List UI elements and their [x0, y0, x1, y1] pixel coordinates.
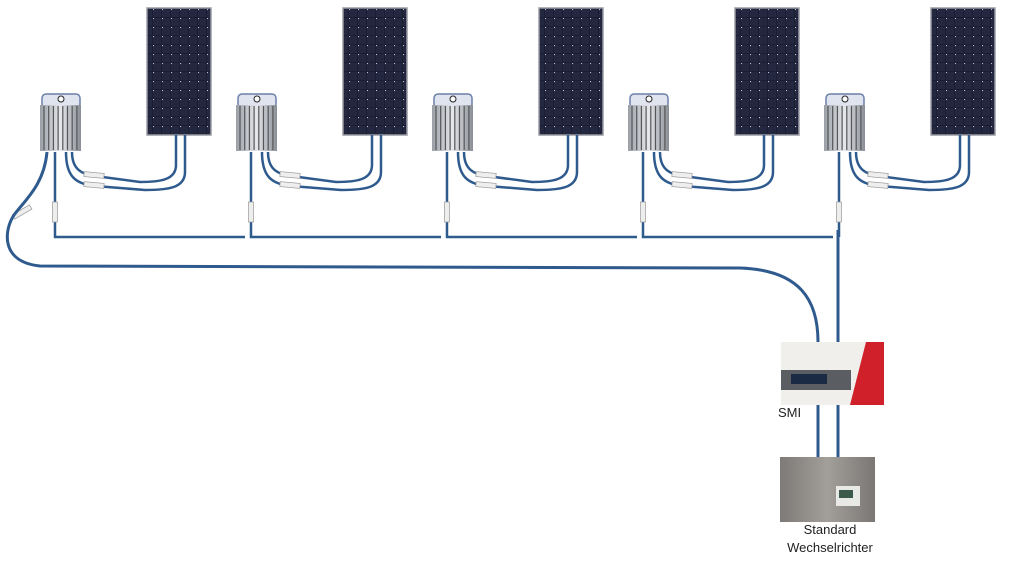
mc4-connector — [83, 181, 105, 189]
panel-cable — [70, 135, 178, 184]
smi-label: SMI — [778, 405, 802, 420]
mc4-connector — [867, 171, 889, 179]
mc4-connector — [836, 201, 842, 223]
mc4-connector — [475, 171, 497, 179]
optimizer-hole — [57, 95, 65, 103]
module-unit-3 — [432, 7, 637, 239]
module-unit-4 — [628, 7, 833, 239]
module-unit-2 — [236, 7, 441, 239]
module-unit-5 — [824, 7, 996, 237]
string-cable — [249, 152, 441, 239]
mc4-connector — [475, 181, 497, 189]
string-cable — [53, 152, 245, 239]
mc4-connector — [640, 201, 646, 223]
mc4-connector — [83, 171, 105, 179]
panel-cable — [456, 135, 579, 192]
optimizer-hole — [449, 95, 457, 103]
panel-cable — [260, 135, 383, 192]
panel-cable — [652, 135, 775, 192]
optimizer-hole — [841, 95, 849, 103]
solar-panel — [734, 7, 800, 136]
return-cable — [5, 151, 820, 343]
solar-panel — [930, 7, 996, 136]
standard-inverter — [780, 457, 875, 522]
solar-panel — [146, 7, 212, 136]
optimizer-body — [236, 105, 277, 151]
optimizer-body — [432, 105, 473, 151]
module-unit-1 — [11, 7, 245, 239]
optimizer-hole — [645, 95, 653, 103]
panel-cable — [848, 135, 971, 192]
solar-panel — [538, 7, 604, 136]
mc4-connector — [444, 201, 450, 223]
inverter-label-line2: Wechselrichter — [787, 540, 873, 555]
panel-cable — [64, 135, 187, 192]
inverter-label-line1: Standard — [803, 522, 857, 537]
mc4-connector — [52, 201, 58, 223]
panel-cable — [658, 135, 766, 184]
panel-cable — [462, 135, 570, 184]
panel-cable — [854, 135, 962, 184]
optimizer-hole — [253, 95, 261, 103]
string-cable — [641, 152, 833, 239]
mc4-connector — [867, 181, 889, 189]
optimizer-body — [824, 105, 865, 151]
smi-device — [781, 342, 884, 405]
string-cable — [445, 152, 637, 239]
panel-cable — [266, 135, 374, 184]
mc4-connector — [671, 181, 693, 189]
optimizer-body — [40, 105, 81, 151]
mc4-connector — [279, 181, 301, 189]
mc4-connector — [671, 171, 693, 179]
mc4-connector — [279, 171, 301, 179]
solar-panel — [342, 7, 408, 136]
mc4-connector — [248, 201, 254, 223]
optimizer-body — [628, 105, 669, 151]
